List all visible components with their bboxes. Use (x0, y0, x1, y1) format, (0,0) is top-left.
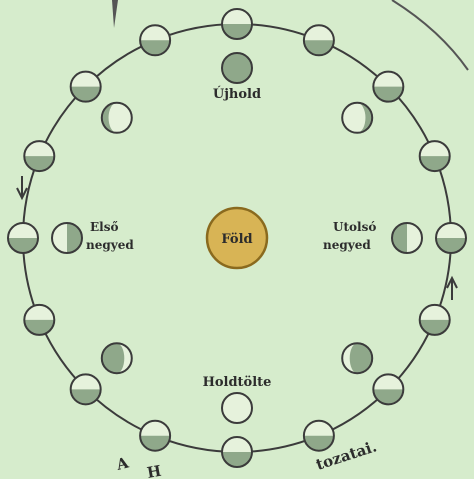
inner-moon-waning-crescent (342, 103, 372, 133)
last-quarter-label-line1: Utolsó (333, 220, 376, 234)
earth-label: Föld (221, 232, 252, 247)
orbit-moon (71, 72, 101, 102)
orbit-moon (24, 305, 54, 335)
orbit-moon (222, 437, 252, 467)
orbit-moon (373, 374, 403, 404)
inner-moon-new (222, 53, 252, 83)
inner-moon-waxing-crescent (102, 103, 132, 133)
orbit-moon (436, 223, 466, 253)
orbit-moon (304, 25, 334, 55)
orbit-moon (373, 72, 403, 102)
orbit-moon (140, 421, 170, 451)
orbit-moon (140, 25, 170, 55)
orbit-moon (420, 305, 450, 335)
first-quarter-label-line2: negyed (86, 238, 134, 252)
orbit-moon (24, 141, 54, 171)
last-quarter-label-line2: negyed (323, 238, 371, 252)
inner-moon-last-quarter (392, 223, 422, 253)
orbit-moon (420, 141, 450, 171)
orbit-moon (71, 374, 101, 404)
full-moon-label: Holdtölte (203, 375, 272, 390)
inner-moon-waning-gibbous (342, 343, 372, 373)
new-moon-label: Újhold (213, 85, 261, 102)
orbit-moon (8, 223, 38, 253)
inner-moon-waxing-gibbous (102, 343, 132, 373)
orbit-moon (222, 9, 252, 39)
orbit-moon (304, 421, 334, 451)
inner-moon-first-quarter (52, 223, 82, 253)
inner-moon-full (222, 393, 252, 423)
earth: Föld (207, 208, 267, 268)
first-quarter-label-line1: Első (90, 220, 118, 234)
